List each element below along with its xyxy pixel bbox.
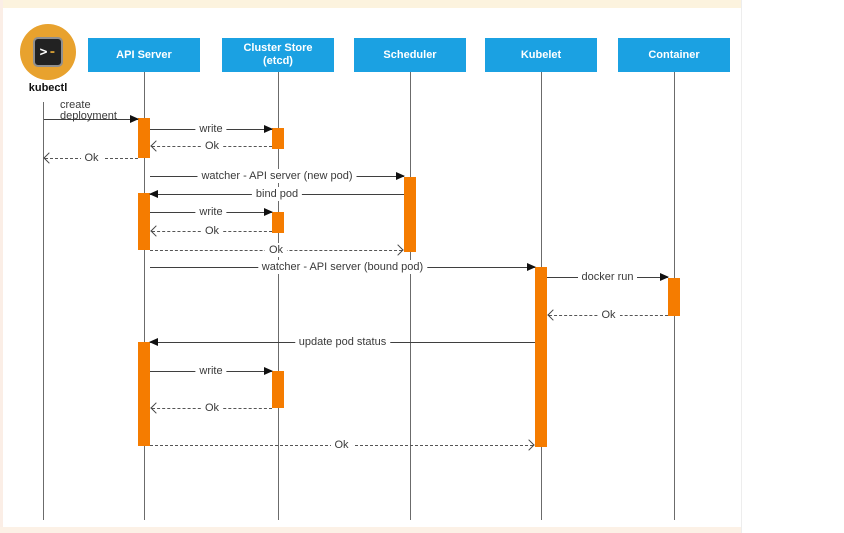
message-label: Ok <box>200 139 224 153</box>
activation-kubelet-1 <box>535 267 547 447</box>
actor-header-container: Container <box>618 38 730 72</box>
message-label: write <box>195 205 227 219</box>
lifeline-scheduler <box>410 72 411 520</box>
lifeline-cluster-store <box>278 72 279 520</box>
actor-label-container: Container <box>648 48 700 61</box>
open-arrowhead-left-icon <box>150 402 162 414</box>
message-label: Ok <box>200 401 224 415</box>
message-label: bind pod <box>251 187 303 201</box>
actor-label-kubectl: kubectl <box>28 82 68 94</box>
actor-label-api-server: API Server <box>116 48 172 61</box>
open-arrowhead-right-icon <box>523 439 535 451</box>
message-label: Ok <box>264 243 288 257</box>
actor-label-cluster-store: Cluster Store <box>243 42 313 54</box>
activation-container-1 <box>668 278 680 316</box>
actor-label-scheduler: Scheduler <box>383 48 437 61</box>
message-label: write <box>195 364 227 378</box>
message-label: Ok <box>200 224 224 238</box>
arrowhead-right-icon <box>264 208 273 216</box>
message-label: create deployment <box>60 99 117 122</box>
actor-header-api-server: API Server <box>88 38 200 72</box>
open-arrowhead-left-icon <box>150 140 162 152</box>
open-arrowhead-left-icon <box>547 309 559 321</box>
canvas-top-edge <box>0 0 741 8</box>
arrowhead-right-icon <box>264 125 273 133</box>
message-label: Ok <box>80 151 103 165</box>
message-label: watcher - API server (new pod) <box>197 169 357 183</box>
arrowhead-right-icon <box>527 263 536 271</box>
terminal-prompt-glyph: > <box>39 44 48 60</box>
open-arrowhead-left-icon <box>43 152 55 164</box>
lifeline-kubectl <box>43 102 44 520</box>
arrowhead-right-icon <box>660 273 669 281</box>
arrowhead-left-icon <box>149 338 158 346</box>
actor-label-kubelet: Kubelet <box>520 48 562 61</box>
canvas-right-divider <box>741 0 742 533</box>
canvas-bottom-edge <box>0 527 741 533</box>
message-label: update pod status <box>294 335 391 349</box>
canvas-left-edge <box>0 0 3 533</box>
arrowhead-right-icon <box>264 367 273 375</box>
arrowhead-left-icon <box>149 190 158 198</box>
activation-api-server-1 <box>138 118 150 158</box>
activation-api-server-3 <box>138 342 150 446</box>
open-arrowhead-right-icon <box>392 244 404 256</box>
activation-etcd-1 <box>272 128 284 149</box>
open-arrowhead-left-icon <box>150 225 162 237</box>
terminal-dash-glyph: - <box>48 44 57 60</box>
actor-header-cluster-store: Cluster Store (etcd) <box>222 38 334 72</box>
arrowhead-right-icon <box>130 115 139 123</box>
message-label: docker run <box>577 270 638 284</box>
actor-sublabel-etcd: (etcd) <box>263 55 293 67</box>
actor-header-kubelet: Kubelet <box>485 38 597 72</box>
message-label: Ok <box>597 308 620 322</box>
lifeline-api-server <box>144 72 145 520</box>
arrowhead-right-icon <box>396 172 405 180</box>
message-label: write <box>195 122 227 136</box>
activation-api-server-2 <box>138 193 150 250</box>
activation-etcd-3 <box>272 371 284 408</box>
activation-scheduler-1 <box>404 177 416 252</box>
terminal-icon: > - <box>33 37 63 67</box>
message-label: watcher - API server (bound pod) <box>257 260 428 274</box>
activation-etcd-2 <box>272 212 284 233</box>
actor-header-scheduler: Scheduler <box>354 38 466 72</box>
arrow-line <box>44 119 138 120</box>
message-label: Ok <box>330 438 353 452</box>
